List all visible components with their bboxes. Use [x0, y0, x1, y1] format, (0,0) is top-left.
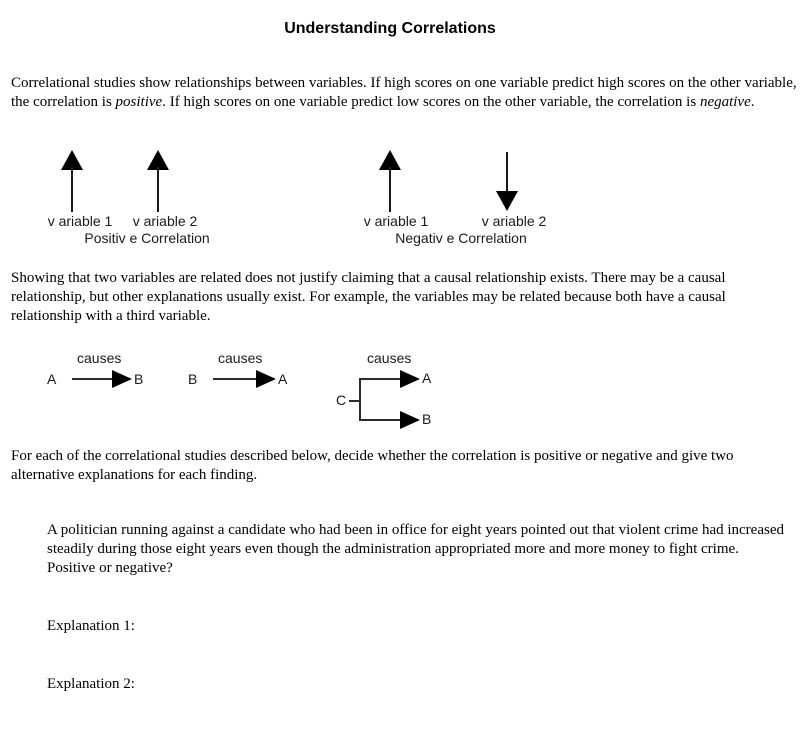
up-arrow-stem	[71, 167, 73, 212]
study1-description-text: A politician running against a candidate…	[47, 522, 784, 557]
negative-correlation-caption: Negativ e Correlation	[395, 230, 527, 246]
down-arrow-icon	[496, 191, 518, 211]
positive-variable1-label: v ariable 1	[47, 213, 113, 229]
causes-label: causes	[218, 350, 263, 366]
explanation2-label: Explanation 2:	[47, 676, 135, 692]
intro-paragraph: Correlational studies show relationships…	[11, 74, 797, 112]
up-arrow-icon	[61, 150, 83, 170]
intro-italic-negative: negative	[699, 94, 751, 110]
node-b-label: B	[134, 371, 144, 387]
right-arrow-icon	[400, 411, 420, 429]
right-arrow-stem	[72, 378, 112, 380]
intro-text-2: . If high scores on one variable predict…	[162, 94, 700, 110]
node-b-label: B	[422, 411, 432, 427]
node-b-label: B	[188, 371, 198, 387]
positive-correlation-caption: Positiv e Correlation	[84, 230, 210, 246]
up-arrow-icon	[147, 150, 169, 170]
causes-label: causes	[77, 350, 122, 366]
intro-text-3: .	[750, 94, 755, 110]
study1-description: A politician running against a candidate…	[47, 521, 795, 578]
explanation1-label: Explanation 1:	[47, 618, 135, 634]
right-arrow-stem	[359, 419, 400, 421]
right-arrow-icon	[400, 370, 420, 388]
page-title: Understanding Correlations	[284, 20, 496, 37]
task-paragraph: For each of the correlational studies de…	[11, 448, 734, 483]
up-arrow-icon	[379, 150, 401, 170]
up-arrow-stem	[389, 167, 391, 212]
right-arrow-icon	[112, 370, 132, 388]
node-a-label: A	[278, 371, 288, 387]
node-c-label: C	[336, 392, 347, 408]
study1-question: Positive or negative?	[47, 560, 173, 576]
causation-paragraph: Showing that two variables are related d…	[11, 270, 726, 324]
negative-variable2-label: v ariable 2	[481, 213, 547, 229]
branch-line	[359, 378, 361, 421]
up-arrow-stem	[157, 167, 159, 212]
negative-variable1-label: v ariable 1	[363, 213, 429, 229]
right-arrow-stem	[359, 378, 400, 380]
node-a-label: A	[422, 370, 432, 386]
down-arrow-stem	[506, 152, 508, 194]
intro-italic-positive: positive	[115, 94, 163, 110]
right-arrow-stem	[213, 378, 256, 380]
positive-variable2-label: v ariable 2	[132, 213, 198, 229]
causes-label: causes	[367, 350, 412, 366]
connector-line	[349, 400, 360, 402]
intro-text-1: Correlational studies show relationships…	[11, 75, 797, 110]
right-arrow-icon	[256, 370, 276, 388]
node-a-label: A	[47, 371, 57, 387]
